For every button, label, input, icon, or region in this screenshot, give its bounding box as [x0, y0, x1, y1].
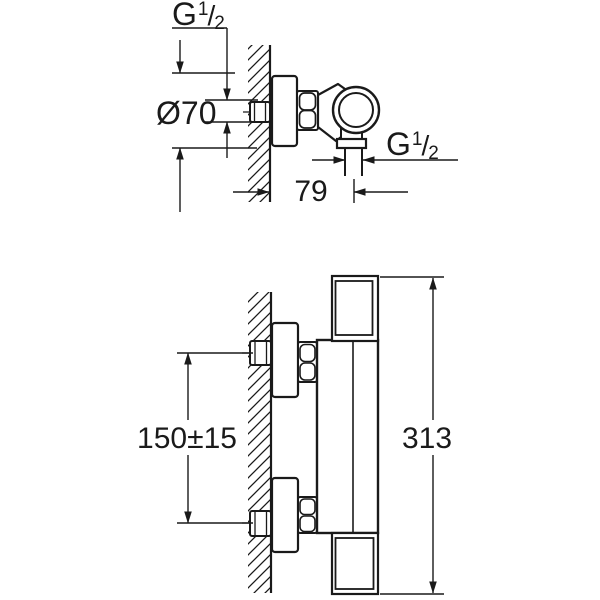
handle-knurling [334, 537, 375, 590]
top-thread-label: G1/2 [172, 0, 225, 34]
side-view: G1/2 Ø70 G1/2 79 [156, 0, 458, 212]
union-hex-nut [296, 90, 319, 131]
wall-union-nut-top [249, 340, 272, 366]
wall-hatching [248, 292, 271, 593]
shower-outlet [335, 137, 368, 176]
escutcheon-bottom [270, 476, 300, 554]
mixer-body-outline [315, 338, 380, 535]
knurled-handle-bottom [330, 531, 380, 596]
dim-overall-height: 313 [380, 276, 452, 595]
wall-section [248, 292, 273, 593]
wall-union-nut-body [249, 340, 272, 366]
handle-outline [330, 274, 380, 343]
dim-diameter: Ø70 [156, 40, 257, 212]
escutcheon-top [270, 321, 300, 399]
handle-outline [330, 531, 380, 596]
temperature-knob [331, 85, 381, 135]
outlet-thread-label: G1/2 [386, 126, 439, 164]
dim-outlet-thread: G1/2 [312, 126, 458, 164]
outlet-collar [335, 137, 368, 150]
wall-union-nut [249, 101, 271, 123]
wall-union-nut-bottom [249, 510, 272, 537]
knob-inner-circle [338, 92, 374, 128]
hex-flat-top [299, 498, 316, 516]
wall-hatching [248, 45, 270, 202]
handle-knurling [334, 280, 374, 336]
knurled-handle-top [330, 274, 380, 343]
union-hex-nut-bottom [297, 496, 318, 534]
mixer-body [315, 338, 380, 535]
dim-wall-offset: 79 [233, 175, 408, 208]
dim-top-thread: G1/2 [172, 0, 258, 158]
overall-height-label: 313 [402, 422, 452, 455]
front-view: 150±15 313 [137, 274, 452, 596]
center-distance-label: 150±15 [137, 422, 237, 455]
wall-section [248, 45, 272, 202]
wall-union-nut-body [249, 510, 272, 537]
hex-flat-bottom [298, 109, 317, 129]
diameter-label: Ø70 [156, 95, 216, 131]
dim-center-distance: 150±15 [137, 352, 253, 524]
escutcheon [270, 74, 299, 148]
wall-offset-label: 79 [294, 175, 327, 208]
hex-flat-bottom [299, 362, 316, 381]
wall-union-nut-body [249, 101, 271, 123]
union-hex-nut-top [297, 341, 318, 383]
hex-flat-top [299, 343, 316, 363]
hex-flat-bottom [299, 515, 316, 533]
